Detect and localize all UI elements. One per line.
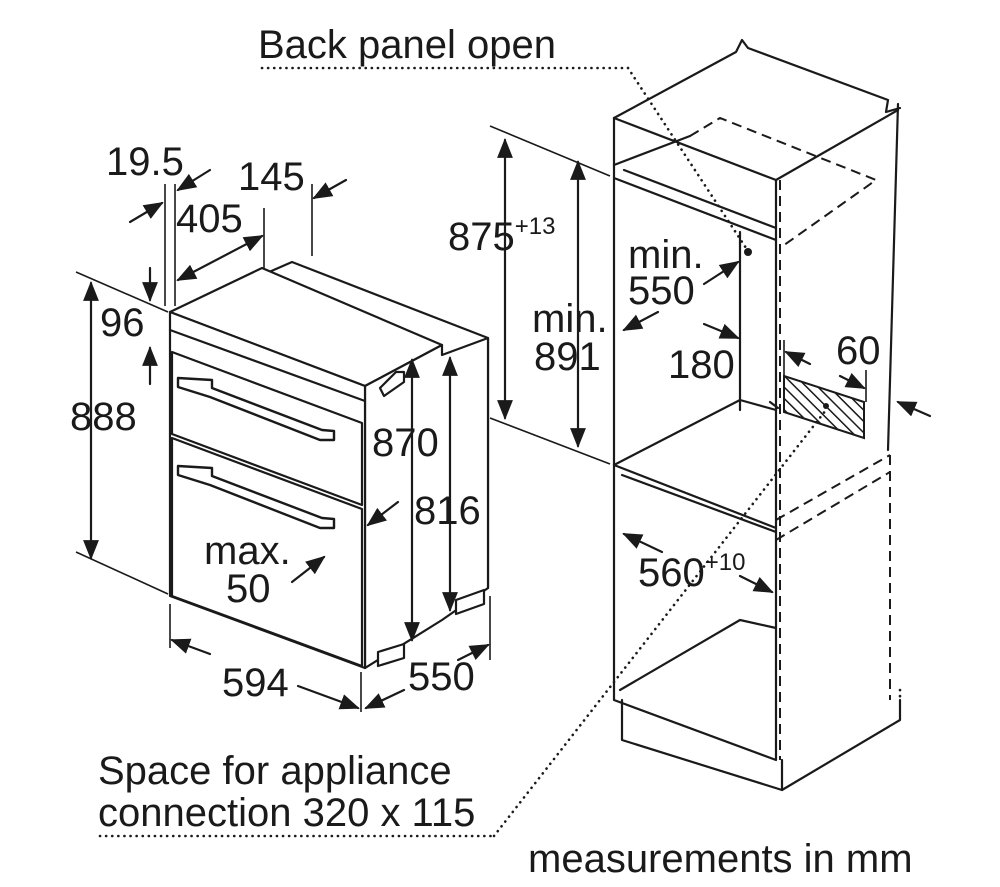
cabinet-dimensions: [489, 125, 932, 594]
cabinet-mid-shelf: [612, 398, 778, 467]
label-units: measurements in mm: [528, 837, 913, 881]
oven-dimensions: [75, 168, 491, 712]
label-888: 888: [70, 395, 137, 439]
label-550-depth: 550: [408, 655, 475, 699]
label-min-550: min.: [628, 233, 704, 277]
label-min-891: min.: [532, 297, 608, 341]
label-space-line2: connection 320 x 115: [98, 791, 475, 835]
label-405: 405: [176, 197, 243, 241]
label-180: 180: [668, 343, 735, 387]
label-875: 875+13: [448, 213, 555, 259]
leader-lines: [98, 66, 902, 838]
cabinet-drawing: [612, 38, 902, 792]
cabinet-top-shelf: [612, 134, 692, 167]
label-space-line1: Space for appliance: [98, 749, 452, 793]
label-594: 594: [222, 661, 289, 705]
label-back-panel: Back panel open: [258, 23, 556, 67]
label-550-width: 550: [628, 269, 695, 313]
cabinet-plinth: [620, 698, 784, 792]
label-96: 96: [100, 301, 145, 345]
dimension-labels: Back panel open 19.5 145 405 96 888 870 …: [70, 23, 913, 881]
label-870: 870: [372, 421, 439, 465]
back-panel-leader: [260, 66, 748, 250]
oven-side-grip: [378, 370, 406, 398]
oven-lower-door: [170, 436, 364, 668]
oven-upper-handle: [176, 376, 336, 442]
oven-foot-front: [376, 642, 406, 668]
label-891: 891: [534, 335, 601, 379]
label-max: max.: [204, 529, 291, 573]
label-max-50: 50: [226, 567, 271, 611]
label-560: 560+10: [638, 549, 745, 595]
cabinet-top: [612, 38, 902, 120]
oven-drawing: [168, 260, 490, 670]
label-60: 60: [836, 329, 881, 373]
label-145: 145: [238, 155, 305, 199]
cabinet-front: [612, 116, 778, 762]
label-816: 816: [414, 489, 481, 533]
label-19-5: 19.5: [106, 140, 184, 184]
oven-lower-handle: [176, 464, 336, 530]
cabinet-hidden-edges: [689, 116, 879, 249]
oven-control-strip: [168, 328, 367, 403]
